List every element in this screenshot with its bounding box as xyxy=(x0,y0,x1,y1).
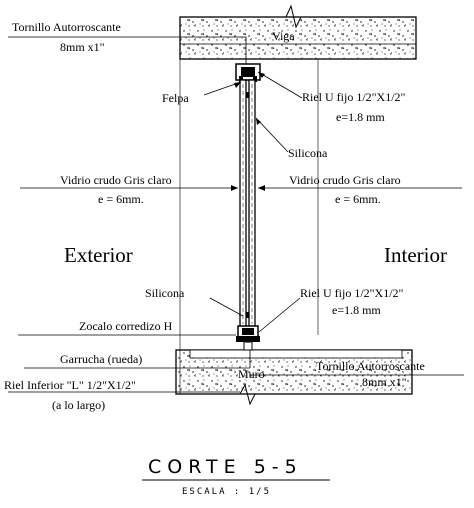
label-riel-inferior: Riel Inferior "L" 1/2"X1/2" xyxy=(4,378,136,392)
label-vidrio-right-e: e = 6mm. xyxy=(335,192,381,206)
guide-lines xyxy=(179,59,319,394)
label-zocalo: Zocalo corredizo H xyxy=(79,319,173,333)
muro-block xyxy=(175,349,413,406)
leader-lines xyxy=(8,36,464,393)
label-riel-u-top-e: e=1.8 mm xyxy=(336,110,385,124)
label-silicona-top: Silicona xyxy=(288,146,328,160)
label-tornillo-top-size: 8mm x1" xyxy=(60,40,105,54)
label-tornillo-bottom: Tornillo Autorroscante xyxy=(316,359,425,373)
label-vidrio-left-e: e = 6mm. xyxy=(98,192,144,206)
label-vidrio-left: Vidrio crudo Gris claro xyxy=(60,173,172,187)
riel-u-bottom xyxy=(236,325,260,351)
label-interior: Interior xyxy=(384,243,447,267)
label-riel-u-bottom: Riel U fijo 1/2"X1/2" xyxy=(300,286,404,300)
label-felpa: Felpa xyxy=(162,91,189,105)
label-viga: Viga xyxy=(272,29,295,43)
label-tornillo-top: Tornillo Autorroscante xyxy=(12,20,121,34)
label-riel-u-top: Riel U fijo 1/2"X1/2" xyxy=(302,90,406,104)
section-title: CORTE 5-5 xyxy=(148,456,303,478)
label-muro: Muro xyxy=(238,367,265,381)
label-riel-inferior-note: (a lo largo) xyxy=(52,398,105,412)
viga-block xyxy=(179,4,417,60)
glass-panels xyxy=(239,79,256,329)
scale-label: ESCALA : 1/5 xyxy=(182,487,271,497)
label-silicona-bottom: Silicona xyxy=(145,286,185,300)
label-garrucha: Garrucha (rueda) xyxy=(60,352,142,366)
riel-u-top xyxy=(235,63,261,82)
arrow-heads xyxy=(231,72,265,191)
label-riel-u-bottom-e: e=1.8 mm xyxy=(332,303,381,317)
label-exterior: Exterior xyxy=(64,243,133,267)
label-tornillo-bottom-size: 8mm x1" xyxy=(362,375,407,389)
label-vidrio-right: Vidrio crudo Gris claro xyxy=(289,173,401,187)
